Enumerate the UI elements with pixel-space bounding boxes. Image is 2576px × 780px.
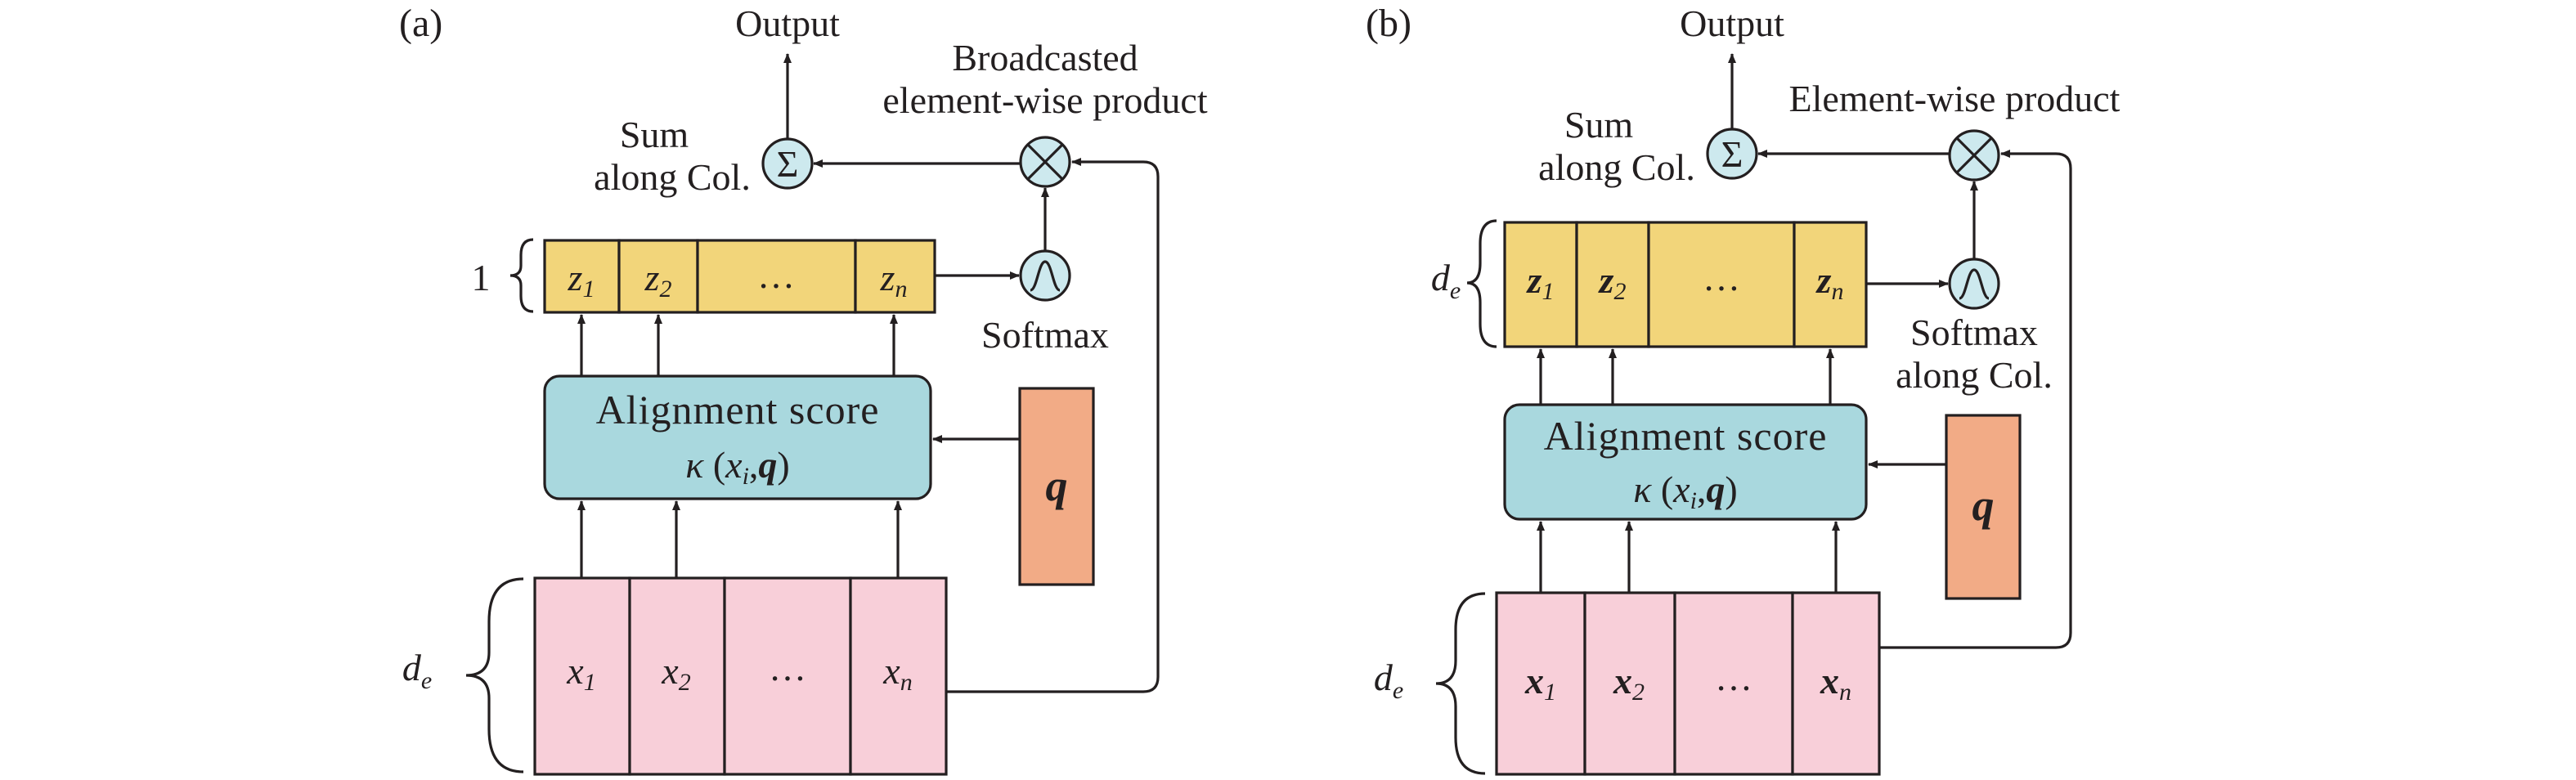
z-cell bbox=[543, 239, 621, 314]
panel-b-x-brace bbox=[1435, 592, 1486, 775]
panel-b-softmax-label-line1: Softmax bbox=[1910, 312, 2038, 353]
panel-b-query-box bbox=[1945, 414, 2022, 600]
panel-a-alignment-box bbox=[543, 374, 932, 500]
panel-a-product-icon bbox=[1026, 143, 1064, 181]
panel-b-product-label: Element-wise product bbox=[1789, 78, 2120, 119]
x-cell-label: … bbox=[1715, 657, 1752, 698]
panel-b-alignment-formula: κ (xi,q) bbox=[1633, 468, 1738, 514]
panel-a-x-brace bbox=[465, 577, 524, 773]
panel-a-sum-label-line1: Sum bbox=[620, 114, 689, 155]
x-cell bbox=[849, 576, 948, 776]
panel-b-softmax-label-line2: along Col. bbox=[1896, 354, 2053, 396]
panel-b-query-label: q bbox=[1972, 481, 1995, 530]
panel-a-x-dim-label: de bbox=[402, 647, 432, 694]
panel-b-label: (b) bbox=[1366, 2, 1411, 45]
x-cell-label: xn bbox=[1820, 660, 1851, 706]
x-cell-label: x1 bbox=[1524, 660, 1556, 706]
panel-b: (b) Output Sum along Col. Σ Element-wise… bbox=[1366, 2, 2120, 776]
z-cell-label: z1 bbox=[568, 257, 595, 303]
x-cell bbox=[1673, 591, 1794, 776]
panel-a-z-cells: z1 z2 … zn bbox=[543, 239, 936, 314]
panel-a-label: (a) bbox=[399, 2, 442, 45]
panel-a-softmax-circle bbox=[1019, 249, 1071, 302]
z-cell-label: zn bbox=[1815, 259, 1844, 305]
panel-a-z-brace bbox=[509, 238, 534, 313]
panel-a-output-label: Output bbox=[735, 2, 840, 44]
x-cell bbox=[1791, 591, 1881, 776]
panel-b-sum-circle bbox=[1706, 128, 1758, 180]
panel-a-softmax-icon bbox=[1030, 260, 1061, 292]
panel-a-query-label: q bbox=[1046, 461, 1068, 510]
panel-a-softmax-label: Softmax bbox=[981, 314, 1109, 356]
panel-a-sum-label-line2: along Col. bbox=[594, 156, 751, 198]
x-cell-label: … bbox=[769, 647, 806, 688]
panel-a-sum-icon: Σ bbox=[777, 143, 799, 185]
panel-b-sum-icon: Σ bbox=[1721, 133, 1744, 175]
panel-a-query-box bbox=[1018, 387, 1095, 586]
x-cell bbox=[533, 576, 631, 776]
z-cell-label: z1 bbox=[1526, 259, 1555, 305]
panel-a-alignment-formula: κ (xi,q) bbox=[685, 444, 790, 490]
panel-b-softmax-circle bbox=[1948, 258, 2000, 310]
panel-a-alignment-title: Alignment score bbox=[596, 387, 880, 433]
panel-b-output-label: Output bbox=[1680, 2, 1784, 44]
x-cell bbox=[628, 576, 726, 776]
z-cell-label: z2 bbox=[1598, 259, 1627, 305]
x-cell-label: x1 bbox=[566, 650, 595, 696]
panel-a-sum-circle bbox=[761, 137, 814, 190]
z-cell bbox=[696, 239, 857, 314]
z-cell-label: zn bbox=[880, 257, 908, 303]
x-cell-label: xn bbox=[882, 650, 912, 696]
panel-a-z-dim-label: 1 bbox=[472, 257, 491, 298]
x-cell-label: x2 bbox=[1613, 660, 1645, 706]
panel-b-z-brace bbox=[1466, 219, 1497, 348]
panel-a-product-label-line2: element-wise product bbox=[882, 79, 1207, 121]
panel-b-alignment-title: Alignment score bbox=[1544, 413, 1828, 459]
z-cell bbox=[1503, 221, 1578, 348]
z-cell bbox=[1793, 221, 1868, 348]
panel-b-x-to-product-connector bbox=[1879, 150, 2072, 649]
panel-b-sum-label-line2: along Col. bbox=[1538, 146, 1695, 188]
panel-b-sum-label-line1: Sum bbox=[1564, 104, 1634, 146]
panel-b-z-dim-label: de bbox=[1431, 257, 1461, 304]
panel-b-softmax-icon bbox=[1959, 268, 1990, 300]
z-cell bbox=[617, 239, 699, 314]
z-cell-label: z2 bbox=[644, 257, 672, 303]
panel-b-alignment-box bbox=[1503, 403, 1868, 521]
z-cell-label: … bbox=[1703, 257, 1740, 298]
x-cell bbox=[723, 576, 852, 776]
panel-a: (a) Output Sum along Col. Σ Broadcasted … bbox=[399, 2, 1208, 776]
panel-b-x-cells: x1 x2 … xn bbox=[1495, 591, 1881, 776]
z-cell bbox=[854, 239, 936, 314]
z-cell-label: … bbox=[757, 254, 795, 296]
z-cell bbox=[1647, 221, 1796, 348]
panel-b-x-dim-label: de bbox=[1374, 657, 1403, 704]
panel-b-z-cells: z1 z2 … zn bbox=[1503, 221, 1868, 348]
panel-a-x-to-product-connector bbox=[946, 158, 1160, 693]
x-cell-label: x2 bbox=[661, 650, 690, 696]
panel-b-product-icon bbox=[1955, 137, 1993, 174]
panel-a-x-cells: x1 x2 … xn bbox=[533, 576, 948, 776]
panel-a-product-label-line1: Broadcasted bbox=[952, 37, 1138, 78]
